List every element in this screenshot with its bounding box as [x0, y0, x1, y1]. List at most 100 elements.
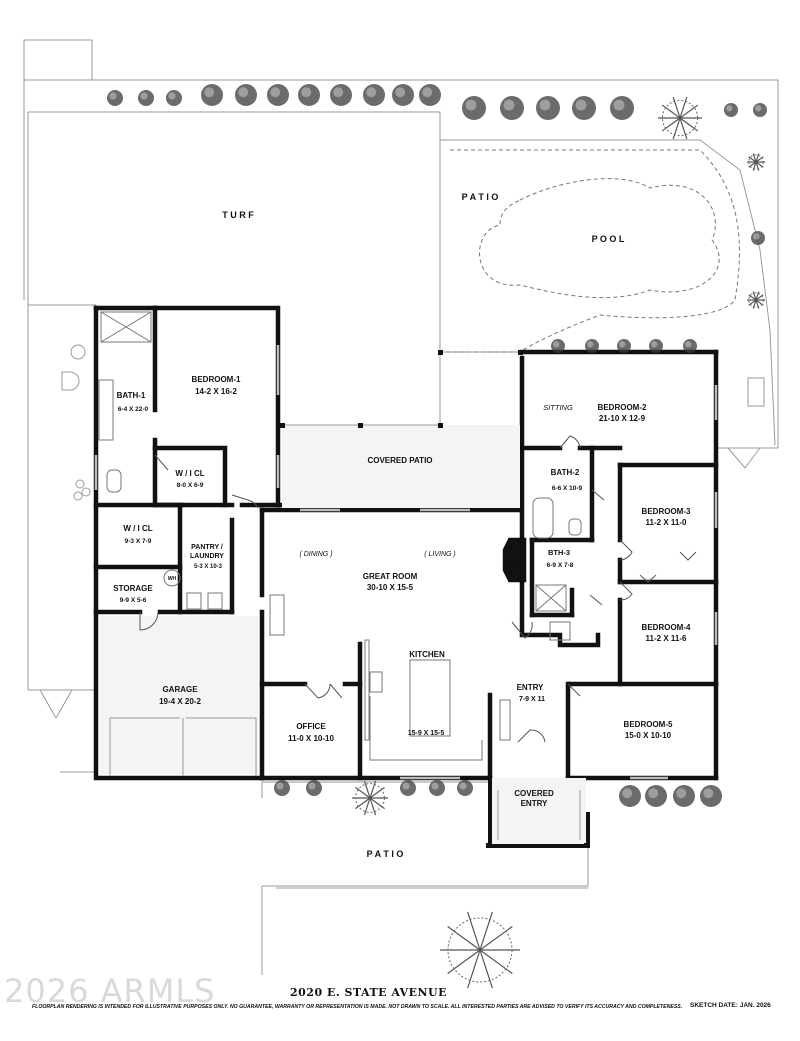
- shrub: [457, 780, 473, 796]
- shrub: [363, 84, 385, 106]
- shrub-highlight: [431, 782, 439, 790]
- shrub: [235, 84, 257, 106]
- pantry-name1: PANTRY /: [191, 544, 223, 551]
- plant-stroke: [752, 153, 757, 163]
- shrub-highlight: [301, 87, 312, 98]
- bedroom2-name: BEDROOM-2: [598, 403, 647, 412]
- plant-stroke: [369, 797, 385, 810]
- bedroom4-name: BEDROOM-4: [642, 623, 691, 632]
- shrub-highlight: [676, 788, 687, 799]
- shrub: [619, 785, 641, 807]
- wic1-name: W / I CL: [175, 469, 204, 478]
- plant-stroke: [447, 926, 481, 951]
- shrub: [330, 84, 352, 106]
- shrub: [274, 780, 290, 796]
- shrub-highlight: [587, 341, 594, 348]
- disclaimer-text: FLOORPLAN RENDERING IS INTENDED FOR ILLU…: [32, 1004, 683, 1010]
- bedroom3-size: 11-2 X 11-0: [646, 518, 687, 527]
- shrub: [753, 103, 767, 117]
- bath1-name: BATH-1: [117, 391, 146, 400]
- walls: [93, 305, 719, 781]
- great-room-size: 30-10 X 15-5: [367, 583, 414, 592]
- shrub: [429, 780, 445, 796]
- office-size: 11-0 X 10-10: [288, 734, 334, 743]
- shrub: [536, 96, 560, 120]
- office-name: OFFICE: [296, 722, 326, 731]
- wic2-name: W / I CL: [123, 524, 152, 533]
- plant-stroke: [355, 786, 371, 799]
- shrub: [683, 339, 697, 353]
- shrub-highlight: [459, 782, 467, 790]
- pantry-size: 5-3 X 10-3: [194, 564, 223, 570]
- shrub: [673, 785, 695, 807]
- bedroom1-name: BEDROOM-1: [192, 375, 241, 384]
- shrub-highlight: [276, 782, 284, 790]
- plant-stroke: [479, 949, 513, 974]
- plant-outline: [748, 292, 764, 308]
- shrub-highlight: [109, 92, 117, 100]
- storage-name: STORAGE: [113, 584, 153, 593]
- shrub: [400, 780, 416, 796]
- property-address: 2020 E. STATE AVENUE: [290, 986, 448, 999]
- plant-stroke: [467, 911, 481, 951]
- plant-stroke: [679, 117, 699, 132]
- shrub: [298, 84, 320, 106]
- entry-name: ENTRY: [517, 683, 544, 692]
- covered-patio-shade: [282, 425, 520, 508]
- shrub: [572, 96, 596, 120]
- shrub-highlight: [553, 341, 560, 348]
- plant-outline: [355, 783, 385, 813]
- shrub: [392, 84, 414, 106]
- plant-stroke: [661, 104, 681, 119]
- labels: T U R F P A T I O P O O L P A T I O BEDR…: [113, 192, 691, 859]
- shrub-highlight: [503, 99, 515, 111]
- bth3-size: 6-9 X 7-8: [547, 562, 574, 569]
- shrub-highlight: [308, 782, 316, 790]
- shrub: [551, 339, 565, 353]
- doors: [139, 435, 697, 743]
- plant-stroke: [369, 780, 377, 799]
- armls-watermark: 2026 ARMLS: [4, 972, 216, 1010]
- kitchen-name: KITCHEN: [409, 650, 445, 659]
- plant-outline: [661, 99, 699, 137]
- plant-stroke: [679, 117, 688, 140]
- shrub-highlight: [140, 92, 148, 100]
- plant-stroke: [369, 797, 377, 816]
- covered-patio-name: COVERED PATIO: [367, 456, 432, 465]
- turf-label: T U R F: [222, 210, 254, 220]
- patio-rear-label: P A T I O: [462, 192, 499, 202]
- covered-entry-shade: [490, 778, 586, 844]
- plant-stroke: [479, 949, 493, 989]
- plant-stroke: [672, 96, 681, 119]
- shrub: [700, 785, 722, 807]
- fp-label: FP: [510, 562, 518, 568]
- shrub: [617, 339, 631, 353]
- garage-name: GARAGE: [162, 685, 198, 694]
- lot-lines: [23, 39, 779, 975]
- entry-size: 7-9 X 11: [519, 696, 545, 703]
- plant-stroke: [363, 797, 371, 816]
- plant-stroke: [755, 291, 760, 301]
- plant-stroke: [479, 926, 513, 951]
- shrub-highlight: [753, 233, 760, 240]
- shrub-highlight: [726, 105, 733, 112]
- sitting-label: SITTING: [543, 403, 573, 412]
- plant-stroke: [661, 117, 681, 132]
- great-room-name: GREAT ROOM: [363, 572, 418, 581]
- sketch-date: SKETCH DATE: JAN. 2026: [690, 1002, 771, 1009]
- shrub-highlight: [395, 87, 406, 98]
- plant-stroke: [748, 156, 757, 163]
- dining-label: ( DINING ): [299, 551, 332, 558]
- patio-front-label: P A T I O: [367, 849, 404, 859]
- plant-stroke: [467, 949, 481, 989]
- shrub: [500, 96, 524, 120]
- shrub-highlight: [366, 87, 377, 98]
- fixtures: [98, 311, 582, 761]
- landscape-shrubs: [107, 84, 767, 989]
- windows: [94, 345, 718, 780]
- shrub: [610, 96, 634, 120]
- bath2-name: BATH-2: [551, 468, 580, 477]
- shrub-highlight: [402, 782, 410, 790]
- plant-outline: [748, 154, 764, 170]
